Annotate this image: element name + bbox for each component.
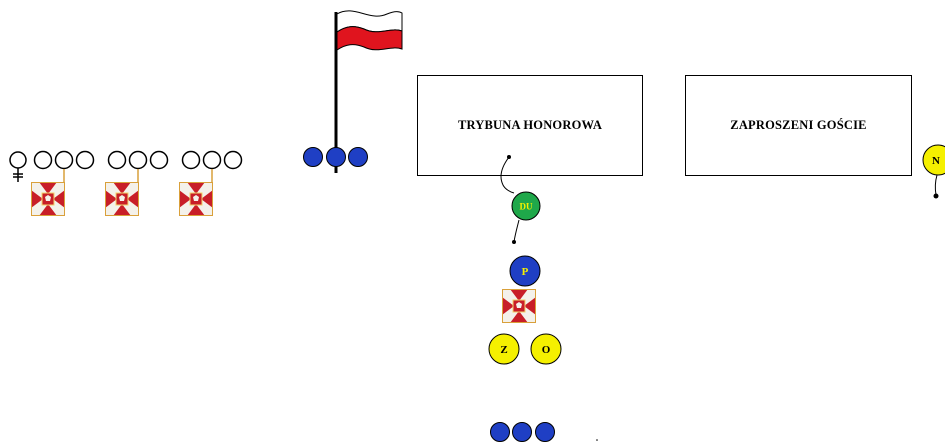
banner-icon bbox=[30, 181, 66, 217]
soldier-marker bbox=[33, 150, 53, 170]
soldier-marker bbox=[149, 150, 169, 170]
soldier-marker bbox=[202, 150, 222, 170]
female-symbol-icon bbox=[9, 151, 27, 182]
connector-line bbox=[500, 156, 515, 194]
soldier-marker bbox=[181, 150, 201, 170]
honor-stand-box: TRYBUNA HONOROWA bbox=[417, 75, 643, 176]
escort-left-label: Z bbox=[500, 344, 507, 356]
blue-marker bbox=[326, 147, 346, 167]
honor-stand-label: TRYBUNA HONOROWA bbox=[457, 118, 603, 132]
guests-label: ZAPROSZENI GOŚCIE bbox=[730, 118, 867, 132]
left-formation-soldiers bbox=[33, 150, 243, 170]
guests-box: ZAPROSZENI GOŚCIE bbox=[685, 75, 912, 176]
flag-bearer-label: P bbox=[522, 266, 529, 278]
blue-rank-near-flag bbox=[303, 147, 368, 167]
blue-marker bbox=[490, 422, 510, 442]
banner-icon bbox=[501, 288, 537, 324]
commander-marker: DU bbox=[511, 191, 541, 221]
soldier-marker bbox=[223, 150, 243, 170]
soldier-marker bbox=[128, 150, 148, 170]
left-banner-poles bbox=[63, 169, 213, 182]
flag-icon bbox=[334, 10, 403, 173]
banner-icon bbox=[104, 181, 140, 217]
flag-bearer-marker: P bbox=[509, 255, 541, 287]
escort-right-marker: O bbox=[530, 333, 562, 365]
commander-label: DU bbox=[520, 202, 533, 212]
blue-marker bbox=[535, 422, 555, 442]
blue-marker bbox=[512, 422, 532, 442]
soldier-marker bbox=[107, 150, 127, 170]
connector-line bbox=[513, 219, 520, 243]
edge-marker: N bbox=[922, 144, 945, 199]
escort-left-marker: Z bbox=[488, 333, 520, 365]
soldier-marker bbox=[75, 150, 95, 170]
escort-right-label: O bbox=[542, 344, 551, 356]
blue-rank-bottom bbox=[490, 422, 555, 442]
soldier-marker bbox=[54, 150, 74, 170]
blue-marker bbox=[303, 147, 323, 167]
blue-marker bbox=[348, 147, 368, 167]
banner-icon bbox=[178, 181, 214, 217]
edge-marker-label: N bbox=[932, 155, 940, 167]
